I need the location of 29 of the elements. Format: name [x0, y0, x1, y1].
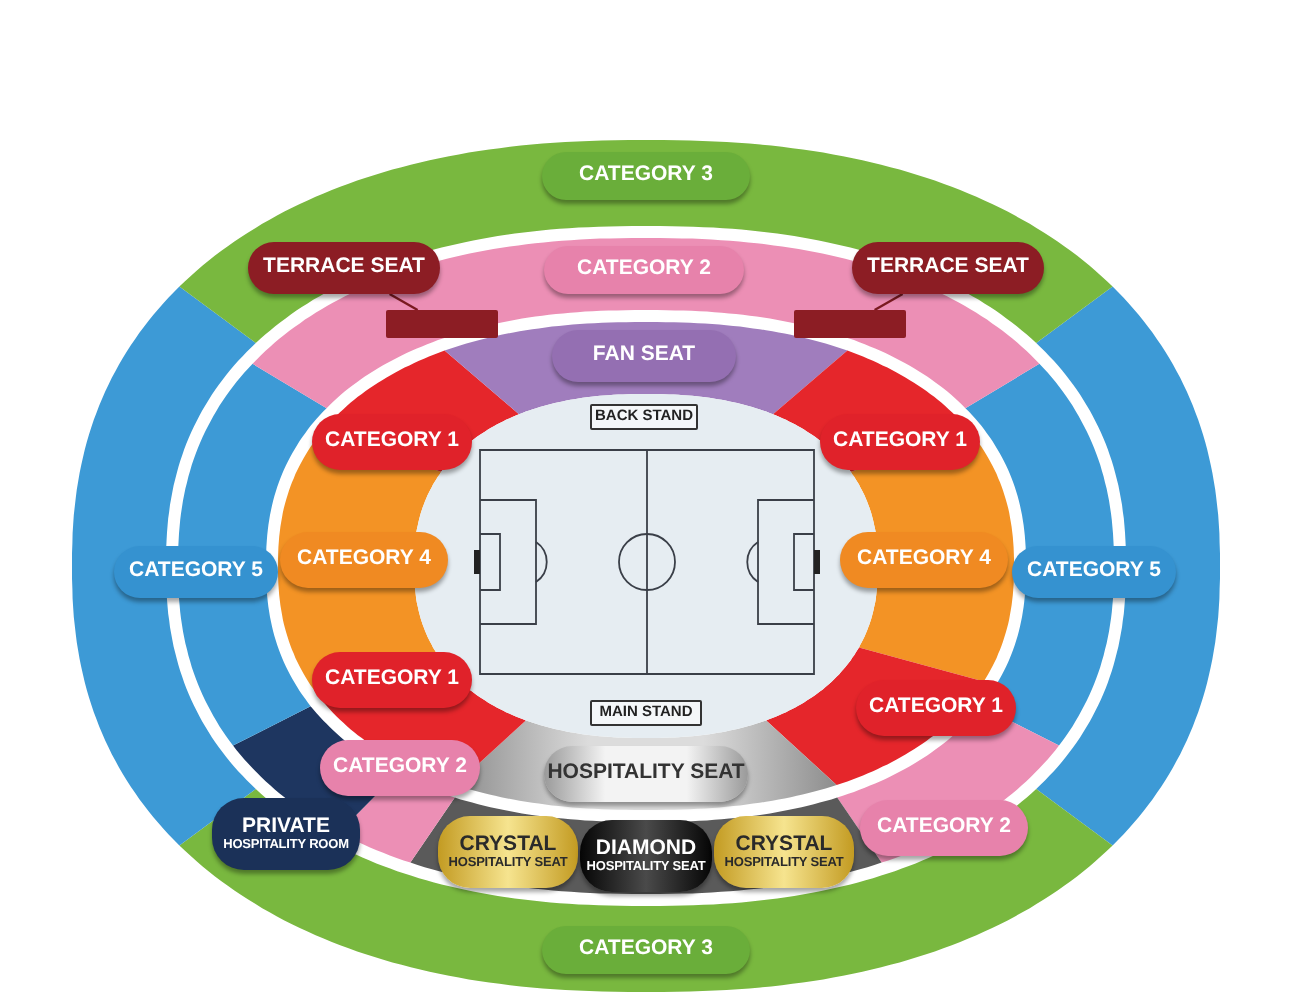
section-label: CATEGORY 2: [320, 740, 480, 796]
section-label: CATEGORY 4: [840, 532, 1008, 588]
section-tag: [212, 798, 360, 870]
seating-block: [794, 310, 906, 338]
section-label: TERRACE SEAT: [248, 242, 440, 294]
section-label: CATEGORY 2: [860, 800, 1028, 856]
section-label: CATEGORY 5: [1012, 546, 1176, 598]
section-label: CATEGORY 3: [542, 926, 750, 974]
seating-block: [386, 310, 498, 338]
section-label: HOSPITALITY SEAT: [544, 746, 748, 802]
section-label: CATEGORY 1: [856, 680, 1016, 736]
tag-title: CRYSTAL: [459, 833, 557, 857]
section-tag: [714, 816, 854, 888]
tag-title: CRYSTAL: [735, 833, 833, 857]
tag-title: DIAMOND: [595, 837, 697, 861]
section-label: FAN SEAT: [552, 330, 736, 382]
section-tag: [580, 820, 712, 892]
leader-line: [389, 292, 419, 312]
leader-line: [874, 292, 904, 312]
section-label: CATEGORY 1: [312, 652, 472, 708]
section-tag: [438, 816, 578, 888]
section-label: TERRACE SEAT: [852, 242, 1044, 294]
tag-title: PRIVATE: [242, 815, 330, 839]
section-label: CATEGORY 5: [114, 546, 278, 598]
section-label: CATEGORY 3: [542, 152, 750, 200]
section-label: CATEGORY 1: [312, 414, 472, 470]
section-label: CATEGORY 4: [280, 532, 448, 588]
section-label: CATEGORY 1: [820, 414, 980, 470]
section-label: CATEGORY 2: [544, 246, 744, 294]
